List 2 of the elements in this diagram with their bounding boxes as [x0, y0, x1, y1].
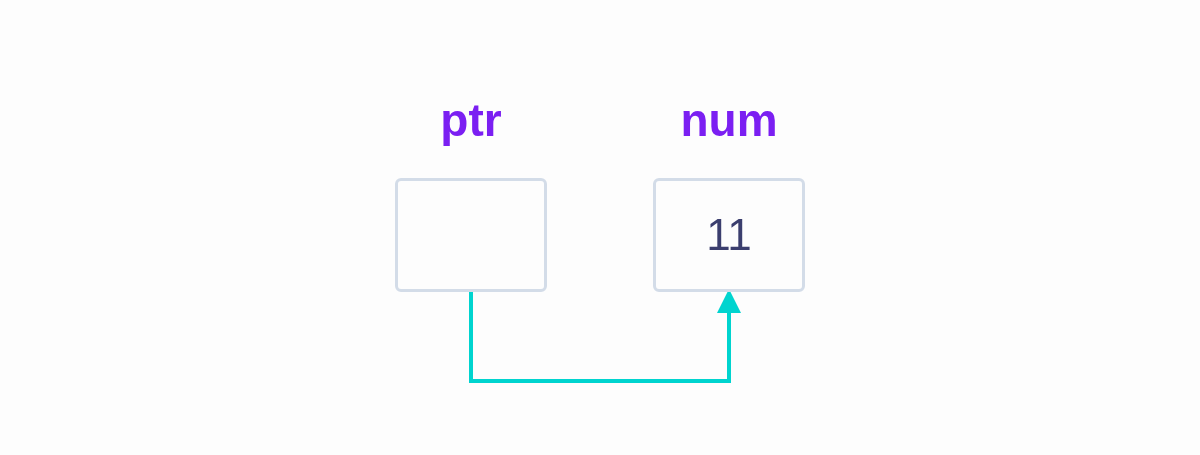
value-text: 11 — [706, 213, 752, 257]
variable-name: num — [680, 97, 778, 143]
